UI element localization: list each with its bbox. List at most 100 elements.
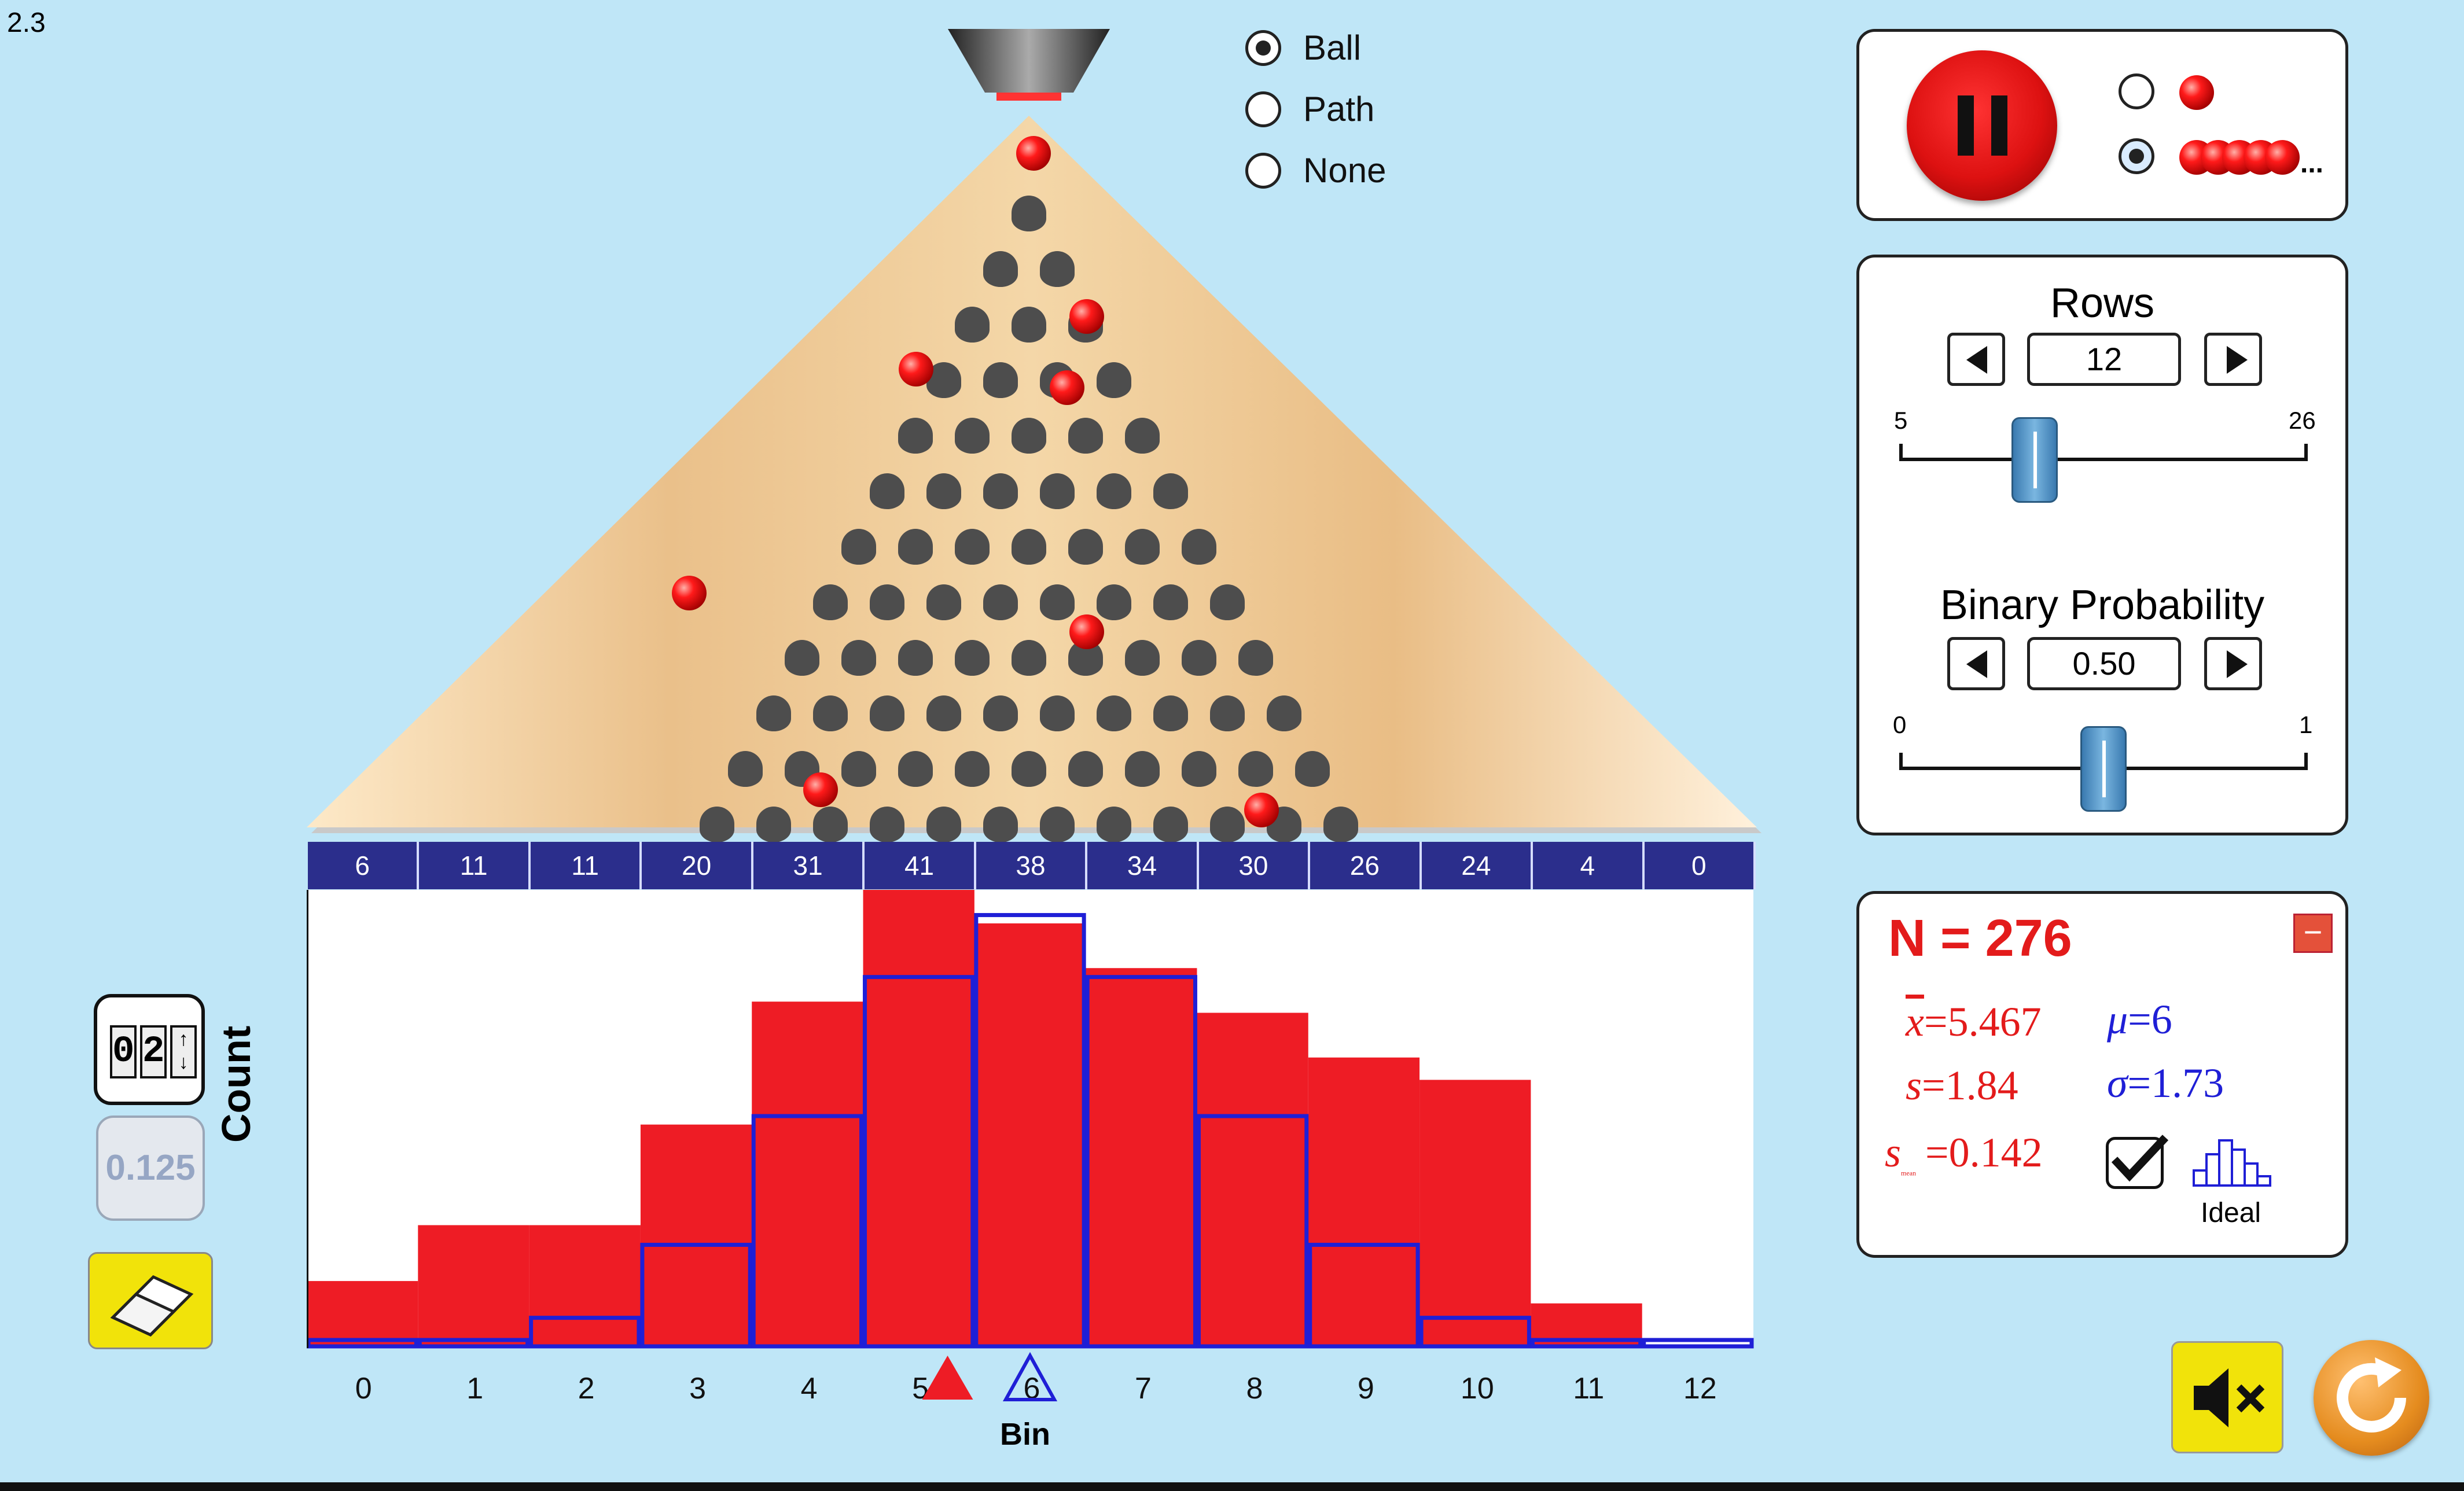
- ideal-checkbox[interactable]: [2106, 1135, 2169, 1189]
- peg: [841, 640, 876, 676]
- radio-continuous-balls[interactable]: [2119, 138, 2154, 174]
- peg: [1040, 584, 1075, 620]
- ideal-bar: [640, 1243, 752, 1349]
- peg: [870, 695, 904, 731]
- peg: [926, 362, 961, 398]
- peg: [1012, 418, 1046, 454]
- bin-label: 12: [1683, 1372, 1717, 1405]
- radio-ball-label: Ball: [1303, 28, 1362, 67]
- radio-none[interactable]: [1245, 153, 1281, 189]
- peg: [898, 418, 933, 454]
- rows-slider-thumb[interactable]: [2011, 417, 2058, 503]
- probability-decrement-button[interactable]: [1947, 637, 2005, 690]
- radio-ball[interactable]: [1245, 30, 1281, 66]
- counter-icon: 0 2 ↑↓: [110, 1025, 197, 1078]
- falling-balls: [672, 136, 1279, 827]
- radio-single-ball[interactable]: [2119, 73, 2154, 109]
- histogram: [307, 890, 1754, 1349]
- mute-button[interactable]: [2171, 1341, 2283, 1453]
- probability-badge[interactable]: 0.125: [96, 1116, 205, 1221]
- pegs: [700, 196, 1358, 842]
- peg: [785, 640, 819, 676]
- bin-count-cell: 31: [753, 842, 865, 889]
- checkmark-icon: [2111, 1135, 2169, 1182]
- bin-count-cell: 26: [1310, 842, 1422, 889]
- count-bar: [1419, 1080, 1531, 1348]
- peg: [813, 695, 848, 731]
- ideal-bar: [417, 1338, 530, 1349]
- peg: [983, 362, 1018, 398]
- peg: [1125, 751, 1160, 787]
- peg: [1182, 640, 1216, 676]
- reset-button[interactable]: [2314, 1340, 2429, 1456]
- peg: [1097, 584, 1131, 620]
- statistics-panel: N = 276 − x=5.467 μ=6 s=1.84 σ=1.73 smea…: [1856, 891, 2348, 1258]
- rows-slider-track[interactable]: [1899, 417, 2308, 503]
- sample-mean-label: x=5.467: [1906, 999, 2042, 1045]
- peg: [926, 473, 961, 509]
- peg: [700, 807, 734, 842]
- probability-slider-thumb[interactable]: [2080, 726, 2127, 812]
- count-bar: [307, 1281, 418, 1348]
- bin-label: 4: [800, 1372, 818, 1405]
- peg: [841, 751, 876, 787]
- single-ball-icon: [2179, 75, 2214, 110]
- reset-icon: [2337, 1357, 2406, 1433]
- peg: [1040, 807, 1075, 842]
- ideal-bar: [1308, 1243, 1420, 1349]
- bin-label: 9: [1357, 1372, 1374, 1405]
- probability-title: Binary Probability: [1940, 582, 2265, 628]
- bin-count-cell: 30: [1199, 842, 1311, 889]
- radio-path[interactable]: [1245, 91, 1281, 127]
- count-bar: [863, 890, 974, 1348]
- peg: [983, 807, 1018, 842]
- peg: [1040, 473, 1075, 509]
- bin-label: 5: [912, 1372, 929, 1405]
- peg: [1012, 640, 1046, 676]
- ideal-bar: [1085, 975, 1197, 1349]
- peg: [1295, 751, 1330, 787]
- right-arrow-icon: [2227, 650, 2248, 678]
- peg: [926, 584, 961, 620]
- peg: [1210, 807, 1245, 842]
- peg: [756, 807, 791, 842]
- eraser-button[interactable]: [88, 1252, 213, 1349]
- peg: [983, 473, 1018, 509]
- peg: [983, 695, 1018, 731]
- ideal-bar: [974, 913, 1086, 1349]
- peg: [1210, 695, 1245, 731]
- pause-button[interactable]: [1907, 50, 2057, 201]
- count-bar: [529, 1225, 641, 1348]
- peg: [1012, 196, 1046, 231]
- peg: [870, 584, 904, 620]
- rows-decrement-button[interactable]: [1947, 333, 2005, 386]
- counter-button[interactable]: 0 2 ↑↓: [94, 994, 205, 1105]
- probability-slider-track[interactable]: [1899, 726, 2308, 812]
- standard-error-label: smean=0.142: [1885, 1129, 2043, 1177]
- peg: [1182, 529, 1216, 565]
- sample-size-label: N = 276: [1888, 910, 2072, 967]
- peg: [1012, 751, 1046, 787]
- rows-title: Rows: [2050, 280, 2155, 326]
- peg: [1153, 695, 1188, 731]
- peg: [813, 584, 848, 620]
- bin-label: 10: [1460, 1372, 1494, 1405]
- rows-value-field[interactable]: 12: [2027, 333, 2181, 386]
- mean-markers: [922, 1352, 1058, 1401]
- rows-increment-button[interactable]: [2204, 333, 2262, 386]
- sample-mean-value: =5.467: [1924, 999, 2042, 1045]
- peg: [870, 807, 904, 842]
- bin-count-cell: 11: [419, 842, 531, 889]
- peg: [983, 584, 1018, 620]
- probability-value-field[interactable]: 0.50: [2027, 637, 2181, 690]
- bin-count-header: [308, 842, 1756, 889]
- ideal-label: Ideal: [2201, 1198, 2261, 1228]
- mute-icon: [2194, 1368, 2265, 1427]
- peg: [1238, 640, 1273, 676]
- probability-increment-button[interactable]: [2204, 637, 2262, 690]
- falling-ball: [672, 576, 707, 610]
- peg: [1040, 251, 1075, 287]
- population-sd-label: σ=1.73: [2107, 1060, 2224, 1106]
- collapse-button[interactable]: −: [2293, 914, 2333, 953]
- peg: [955, 529, 990, 565]
